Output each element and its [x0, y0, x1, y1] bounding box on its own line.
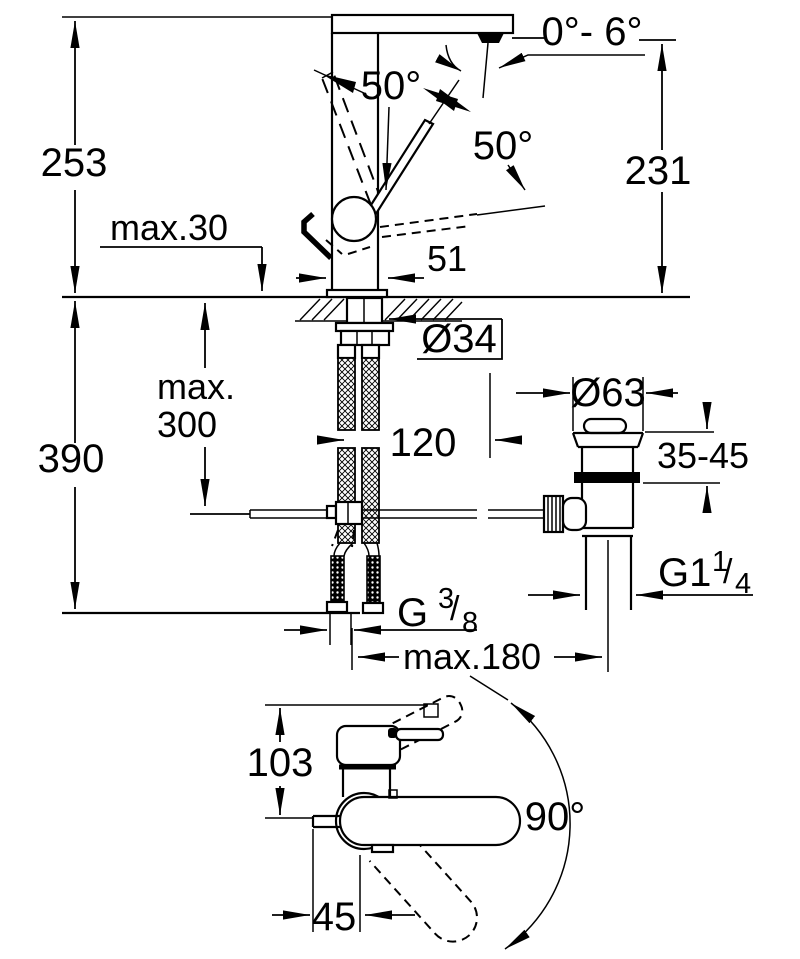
dim-51: 51 [296, 238, 467, 283]
dim-hose-thread-label: G 3 / 8 [397, 583, 478, 639]
rod-knob-knurled [542, 494, 588, 534]
dim-spout-height-label: 231 [625, 149, 692, 193]
dim-50-right: 50° [473, 124, 534, 191]
dim-aerator-angle-label: 0°- 6° [542, 10, 643, 54]
pivot-dashes [325, 239, 371, 255]
handle-raised-dashed [321, 71, 383, 206]
dim-waste-diameter-label: Ø63 [570, 371, 646, 415]
waste-seal [574, 472, 640, 483]
spout-arm [330, 13, 515, 35]
rod-coupling [334, 500, 364, 526]
plan-handle-lever [394, 727, 445, 742]
hose-crimp-left [336, 343, 357, 360]
dim-35-45: 35-45 [643, 402, 749, 513]
swivel-arc [504, 702, 571, 950]
faucet-side-view [301, 13, 546, 299]
spout-swivel-dashed-down [368, 828, 478, 943]
hose-nut-left [325, 600, 349, 614]
dim-rod-depth-label-2: 300 [157, 404, 217, 445]
dim-rod-depth-label-1: max. [157, 366, 235, 407]
mounting-washer [334, 321, 395, 333]
angle-arrow-mid [423, 88, 471, 112]
dim-max300: max. 300 [157, 303, 250, 515]
plan-handle [335, 724, 445, 767]
hose-thread-right [366, 555, 381, 604]
pull-rod [249, 500, 546, 548]
plan-spout [338, 795, 522, 847]
dim-253: 253 [41, 21, 108, 293]
dim-hole-distance-label: 120 [390, 421, 457, 465]
dim-handle-angle-right-label: 50° [473, 124, 534, 168]
dim-swivel-label: 90° [525, 795, 586, 839]
dim-body-depth-label: 103 [247, 741, 314, 785]
dim-231: 231 [625, 44, 692, 293]
waste-valve-assembly [542, 377, 645, 672]
dim-90: 90° [469, 675, 586, 950]
mounting-nut [339, 329, 391, 347]
handle-lever-body [362, 118, 435, 222]
dim-handle-angle-left-label: 50° [361, 64, 422, 108]
dim-shank-diameter-label: Ø34 [421, 317, 497, 361]
waste-flange [571, 431, 645, 449]
under-deck-assembly [325, 296, 395, 645]
dim-g1-quarter: G1 1 / 4 [528, 546, 753, 600]
angle-arrow-left [313, 69, 367, 95]
hose-nut-right [361, 601, 385, 615]
dim-50-left: 50° [361, 64, 422, 191]
dim-deck-max-label: max.30 [110, 207, 228, 248]
plan-body [339, 764, 398, 799]
dim-g-three-eighths: G 3 / 8 [284, 583, 478, 639]
handle-lowered-dashed [379, 205, 546, 238]
dim-total-height-label: 253 [41, 141, 108, 185]
hose-crimp-right [360, 343, 381, 360]
dim-max-reach-label: max.180 [403, 636, 541, 677]
handle-pivot-ball [330, 195, 378, 243]
dim-103: 103 [247, 704, 428, 819]
aerator [477, 33, 504, 43]
pull-rod-knob-side [301, 211, 333, 260]
handle-swivel-dashed-up [371, 695, 464, 757]
dim-below-deck-label: 390 [38, 437, 105, 481]
flex-hose-left-lower [337, 447, 356, 544]
dim-rod-offset-label: 45 [312, 895, 357, 939]
flex-hose-right-lower [361, 447, 380, 544]
waste-plug [582, 417, 628, 435]
dim-0-6: 0°- 6° [435, 10, 676, 72]
water-stream [482, 42, 489, 99]
base-plinth [325, 288, 389, 299]
flex-hose-right-upper [361, 357, 380, 431]
dim-o34: Ø34 [389, 314, 503, 361]
dim-390: 390 [38, 301, 105, 609]
plan-pull-rod [311, 814, 341, 829]
dim-max30: max.30 [100, 207, 267, 291]
dim-o63: Ø63 [516, 371, 678, 415]
dim-max180: max.180 [351, 628, 602, 677]
dim-basin-thickness-label: 35-45 [657, 435, 749, 476]
dim-120: 120 [317, 373, 522, 465]
flex-hose-left-upper [337, 357, 356, 431]
hose-thread-left [330, 555, 345, 603]
faucet-plan-view [311, 695, 522, 943]
dim-45: 45 [272, 895, 415, 939]
dim-waste-thread-label: G1 1 / 4 [658, 546, 751, 600]
dim-handle-projection-label: 51 [427, 238, 467, 279]
